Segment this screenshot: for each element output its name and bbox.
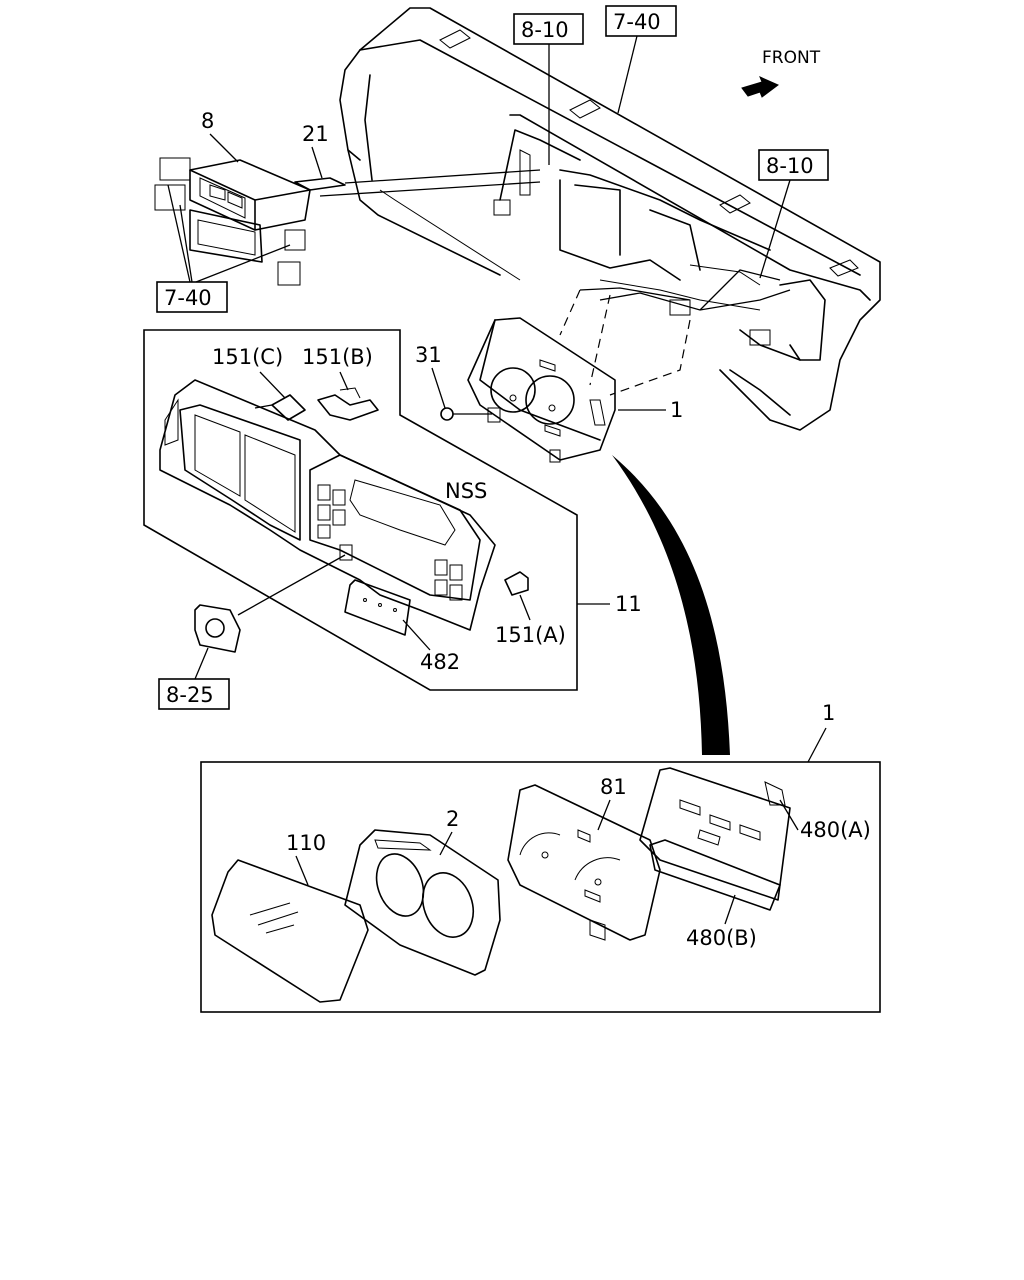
meter-bezel-nss bbox=[159, 379, 496, 631]
label-110: 110 bbox=[286, 831, 326, 855]
label-151b: 151(B) bbox=[302, 345, 373, 369]
ref-text: 7-40 bbox=[613, 10, 661, 34]
ref-text: 7-40 bbox=[164, 286, 212, 310]
label-1-top: 1 bbox=[670, 398, 683, 422]
clip-151c bbox=[254, 394, 306, 421]
front-arrow-icon bbox=[741, 76, 779, 98]
clip-151a bbox=[504, 571, 529, 596]
label-1-detail: 1 bbox=[822, 701, 835, 725]
label-21: 21 bbox=[302, 122, 329, 146]
connector-151b bbox=[317, 387, 379, 421]
label-11: 11 bbox=[615, 592, 642, 616]
label-480b: 480(B) bbox=[686, 926, 757, 950]
label-2: 2 bbox=[446, 807, 459, 831]
label-81: 81 bbox=[600, 775, 627, 799]
switch-8-25 bbox=[194, 554, 346, 653]
label-151a: 151(A) bbox=[495, 623, 566, 647]
screw-31 bbox=[440, 407, 501, 423]
circuit-board-480b bbox=[649, 839, 781, 911]
harness-lines bbox=[559, 269, 791, 396]
ref-box-7-40-left: 7-40 bbox=[156, 184, 291, 313]
cluster-detail-frame bbox=[200, 761, 881, 1013]
front-label: FRONT bbox=[762, 48, 821, 68]
ref-box-7-40-top: 7-40 bbox=[605, 5, 677, 114]
ref-text: 8-25 bbox=[166, 683, 214, 707]
radio-unit bbox=[154, 157, 311, 286]
ref-box-8-10-top: 8-10 bbox=[513, 13, 584, 165]
instrument-cluster-top bbox=[467, 317, 616, 463]
label-482: 482 bbox=[420, 650, 460, 674]
bracket-21 bbox=[294, 169, 541, 197]
label-31: 31 bbox=[415, 343, 442, 367]
ref-box-8-10-right: 8-10 bbox=[758, 149, 829, 279]
ref-text: 8-10 bbox=[521, 18, 569, 42]
ref-box-8-25: 8-25 bbox=[158, 647, 230, 710]
plate-482 bbox=[344, 579, 411, 636]
dashboard-panel bbox=[339, 7, 881, 431]
ref-text: 8-10 bbox=[766, 154, 814, 178]
detail-arrow-icon bbox=[612, 455, 730, 755]
label-480a: 480(A) bbox=[800, 818, 871, 842]
bezel-group-frame bbox=[143, 329, 578, 691]
label-151c: 151(C) bbox=[212, 345, 283, 369]
label-nss: NSS bbox=[445, 479, 487, 503]
circuit-board-480a bbox=[639, 767, 791, 901]
gauge-panel-81 bbox=[507, 784, 661, 941]
label-8: 8 bbox=[201, 109, 214, 133]
cluster-bezel-2 bbox=[344, 829, 501, 976]
lens-110 bbox=[211, 859, 369, 1003]
